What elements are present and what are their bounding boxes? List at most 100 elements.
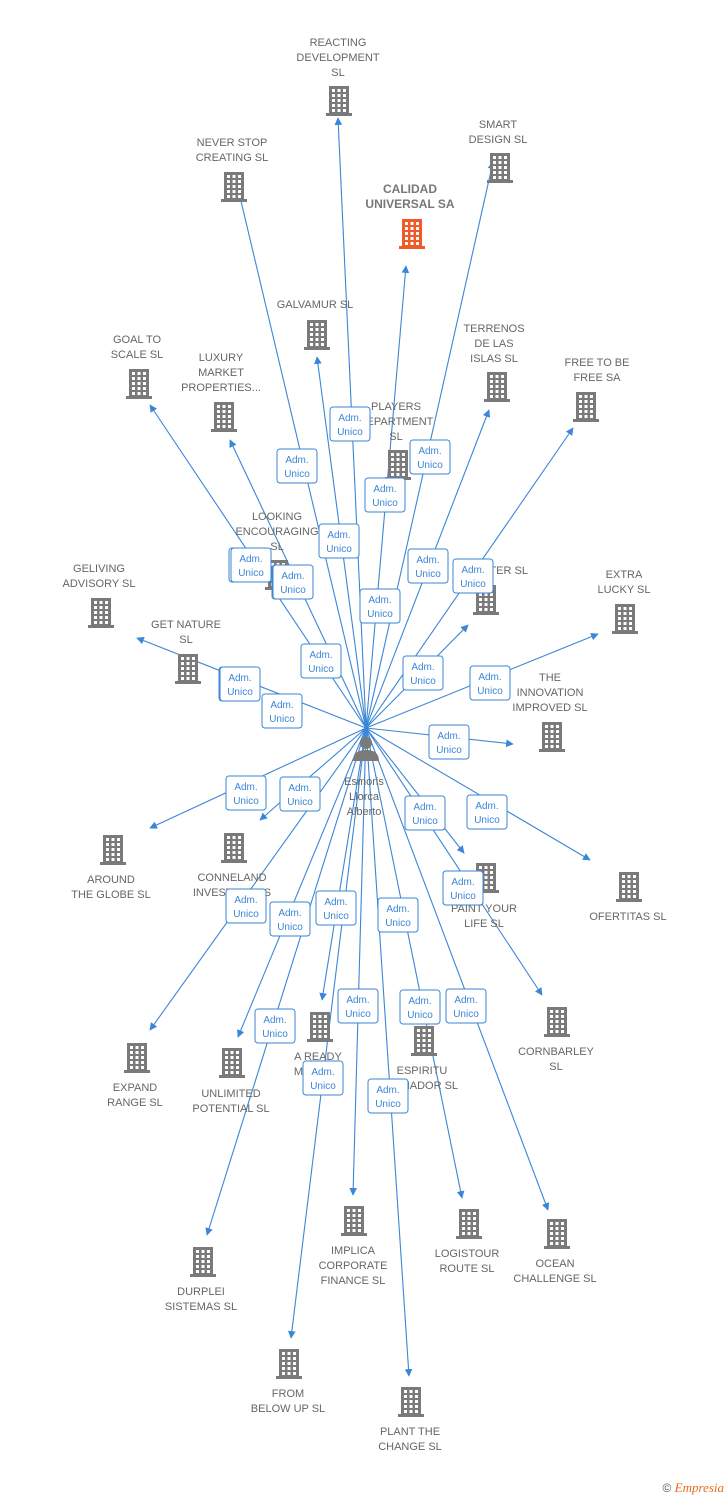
role-badge[interactable]: Adm.Unico <box>261 693 303 729</box>
company-label-geliving-advisory[interactable]: GELIVING <box>73 563 125 575</box>
company-label-looking-encouraging[interactable]: LOOKING <box>252 511 302 523</box>
role-badge[interactable]: Adm.Unico <box>300 643 342 679</box>
company-label-terrenos-de-las-islas[interactable]: TERRENOS <box>463 323 524 335</box>
company-label-players-department[interactable]: DEPARTMENT <box>359 416 434 428</box>
role-badge[interactable]: Adm.Unico <box>276 448 318 484</box>
company-label-reacting-development[interactable]: SL <box>331 67 344 79</box>
person-name[interactable]: Esmoris <box>344 776 384 788</box>
company-label-goal-to-scale[interactable]: SCALE SL <box>111 349 164 361</box>
company-label-unlimited-potential[interactable]: POTENTIAL SL <box>192 1103 269 1115</box>
company-label-durplei-sistemas[interactable]: DURPLEI <box>177 1286 225 1298</box>
company-label-geliving-advisory[interactable]: ADVISORY SL <box>63 578 136 590</box>
company-label-expand-range[interactable]: EXPAND <box>113 1082 157 1094</box>
role-badge[interactable]: Adm.Unico <box>318 523 360 559</box>
company-label-the-innovation-improved[interactable]: IMPROVED SL <box>512 702 587 714</box>
role-badge[interactable]: Adm.Unico <box>469 665 511 701</box>
company-label-around-the-globe[interactable]: AROUND <box>87 874 135 886</box>
role-badge[interactable]: Adm.Unico <box>269 901 311 937</box>
role-badge[interactable]: Adm.Unico <box>409 439 451 475</box>
company-label-plant-the-change[interactable]: CHANGE SL <box>378 1441 442 1453</box>
company-label-get-nature[interactable]: SL <box>179 634 192 646</box>
person-name[interactable]: Alberto <box>347 806 382 818</box>
role-badge-label: Unico <box>337 427 363 438</box>
role-badge[interactable]: Adm.Unico <box>364 477 406 513</box>
company-label-implica-corporate-finance[interactable]: FINANCE SL <box>321 1275 386 1287</box>
company-label-ocean-challenge[interactable]: CHALLENGE SL <box>513 1273 596 1285</box>
role-badge[interactable]: Adm.Unico <box>377 897 419 933</box>
role-badge-label: Adm. <box>338 413 361 424</box>
company-label-cornbarley[interactable]: SL <box>549 1061 562 1073</box>
role-badge[interactable]: Adm.Unico <box>225 775 267 811</box>
company-label-luxury-market-properties[interactable]: PROPERTIES... <box>181 382 261 394</box>
company-label-espiritu-ganador[interactable]: ESPIRITU <box>397 1065 448 1077</box>
role-badge[interactable]: Adm.Unico <box>315 890 357 926</box>
company-label-implica-corporate-finance[interactable]: CORPORATE <box>319 1260 388 1272</box>
company-label-looking-encouraging[interactable]: ENCOURAGING <box>235 526 318 538</box>
role-badge[interactable]: Adm.Unico <box>452 558 494 594</box>
role-badge[interactable]: Adm.Unico <box>279 776 321 812</box>
company-label-around-the-globe[interactable]: THE GLOBE SL <box>71 889 150 901</box>
company-label-smart-design[interactable]: SMART <box>479 119 518 131</box>
role-badge[interactable]: Adm.Unico <box>399 989 441 1025</box>
company-label-from-below-up[interactable]: FROM <box>272 1388 304 1400</box>
company-label-reacting-development[interactable]: DEVELOPMENT <box>296 52 379 64</box>
company-label-luxury-market-properties[interactable]: LUXURY <box>199 352 244 364</box>
company-label-ocean-challenge[interactable]: OCEAN <box>535 1258 574 1270</box>
role-badge[interactable]: Adm.Unico <box>407 548 449 584</box>
company-label-logistour-route[interactable]: LOGISTOUR <box>435 1248 500 1260</box>
role-badge[interactable]: Adm.Unico <box>302 1060 344 1096</box>
role-badge[interactable]: Adm. Unico <box>329 406 371 442</box>
company-label-extra-lucky[interactable]: LUCKY SL <box>598 584 651 596</box>
role-badge[interactable]: Adm.Unico <box>404 795 446 831</box>
company-label-get-nature[interactable]: GET NATURE <box>151 619 221 631</box>
company-label-terrenos-de-las-islas[interactable]: DE LAS <box>474 338 513 350</box>
company-label-implica-corporate-finance[interactable]: IMPLICA <box>331 1245 376 1257</box>
company-label-calidad-universal[interactable]: CALIDAD <box>383 182 437 196</box>
company-label-players-department[interactable]: SL <box>389 431 402 443</box>
company-label-free-to-be-free[interactable]: FREE SA <box>573 372 621 384</box>
company-label-paint-your-life[interactable]: PAINT YOUR <box>451 903 517 915</box>
role-badge[interactable]: Adm.Unico <box>402 655 444 691</box>
company-label-luxury-market-properties[interactable]: MARKET <box>198 367 244 379</box>
role-badge[interactable]: Adm.Unico <box>466 794 508 830</box>
company-label-logistour-route[interactable]: ROUTE SL <box>439 1263 494 1275</box>
company-label-plant-the-change[interactable]: PLANT THE <box>380 1426 440 1438</box>
company-label-free-to-be-free[interactable]: FREE TO BE <box>564 357 629 369</box>
company-label-goal-to-scale[interactable]: GOAL TO <box>113 334 162 346</box>
nodes-layer: REACTING DEVELOPMENT SL SMART DESIGN SL NEVER… <box>63 37 667 1453</box>
role-badge[interactable]: Adm.Unico <box>442 870 484 906</box>
company-label-conneland-investments[interactable]: CONNELAND <box>197 872 266 884</box>
company-label-unlimited-potential[interactable]: UNLIMITED <box>201 1088 260 1100</box>
role-badge[interactable]: Adm.Unico <box>445 988 487 1024</box>
company-label-expand-range[interactable]: RANGE SL <box>107 1097 163 1109</box>
company-label-never-stop-creating[interactable]: CREATING SL <box>196 152 269 164</box>
role-badge[interactable]: Adm.Unico <box>219 666 261 702</box>
company-label-from-below-up[interactable]: BELOW UP SL <box>251 1403 325 1415</box>
company-label-never-stop-creating[interactable]: NEVER STOP <box>197 137 268 149</box>
role-badge[interactable]: Adm.Unico <box>272 564 314 600</box>
company-label-a-ready-made[interactable]: A READY <box>294 1051 342 1063</box>
company-label-players-department[interactable]: PLAYERS <box>371 401 421 413</box>
company-label-calidad-universal[interactable]: UNIVERSAL SA <box>365 197 454 211</box>
company-label-paint-your-life[interactable]: LIFE SL <box>464 918 504 930</box>
company-label-cornbarley[interactable]: CORNBARLEY <box>518 1046 594 1058</box>
role-badge[interactable]: Adm.Unico <box>230 547 272 583</box>
role-badge[interactable]: Adm.Unico <box>359 588 401 624</box>
role-badge[interactable]: Adm.Unico <box>254 1008 296 1044</box>
company-label-galvamur[interactable]: GALVAMUR SL <box>277 299 354 311</box>
company-label-extra-lucky[interactable]: EXTRA <box>606 569 643 581</box>
role-badge[interactable]: Adm.Unico <box>225 888 267 924</box>
company-label-reacting-development[interactable]: REACTING <box>310 37 367 49</box>
company-label-durplei-sistemas[interactable]: SISTEMAS SL <box>165 1301 237 1313</box>
company-label-terrenos-de-las-islas[interactable]: ISLAS SL <box>470 353 518 365</box>
company-label-the-innovation-improved[interactable]: INNOVATION <box>517 687 584 699</box>
role-badge[interactable]: Adm.Unico <box>337 988 379 1024</box>
company-label-the-innovation-improved[interactable]: THE <box>539 672 561 684</box>
role-badge-label: Unico <box>233 909 259 920</box>
company-label-ofertitas[interactable]: OFERTITAS SL <box>589 911 666 923</box>
person-name[interactable]: Llorca <box>349 791 380 803</box>
company-label-looking-encouraging[interactable]: SL <box>270 541 283 553</box>
role-badge[interactable]: Adm.Unico <box>367 1078 409 1114</box>
company-label-smart-design[interactable]: DESIGN SL <box>469 134 528 146</box>
role-badge[interactable]: Adm.Unico <box>428 724 470 760</box>
